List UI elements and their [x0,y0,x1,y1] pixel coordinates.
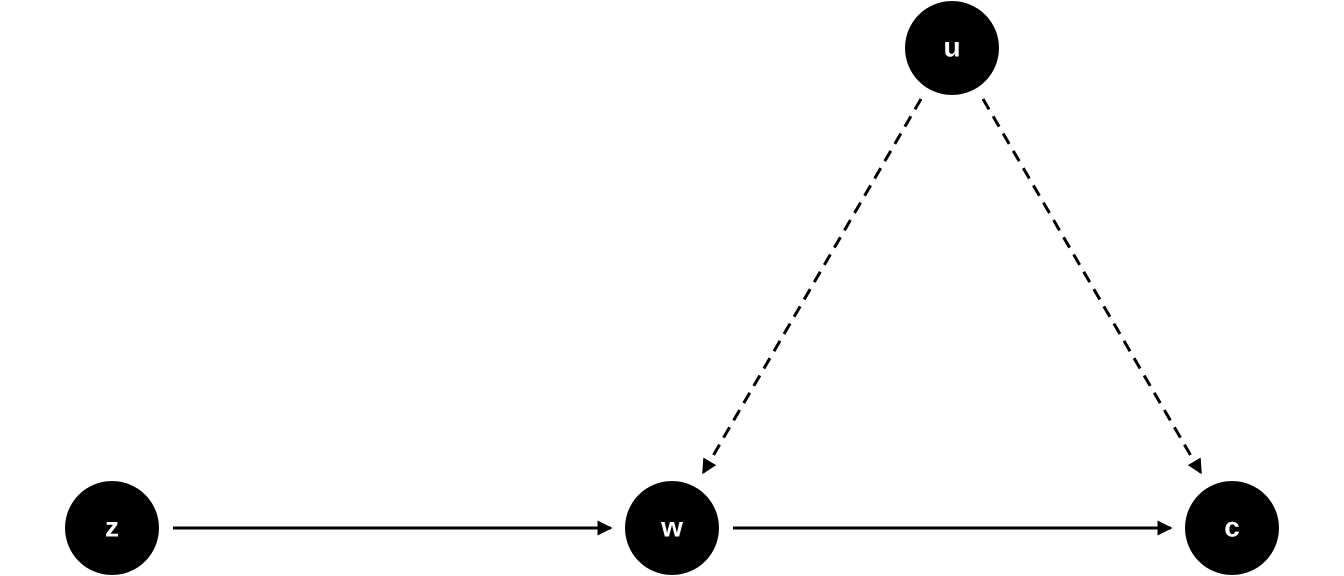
node-z-label: z [105,511,119,542]
node-w-circle [625,481,719,575]
edge-u-to-c [981,98,1203,475]
node-c: c [1185,481,1279,575]
node-u-label: u [943,31,960,62]
edge-u-to-w [701,98,923,475]
node-u: u [905,1,999,95]
node-w: w [625,481,719,575]
node-w-label: w [660,511,683,542]
node-c-circle [1185,481,1279,575]
edges [173,98,1203,536]
node-u-circle [905,1,999,95]
node-c-label: c [1224,511,1240,542]
node-z: z [65,481,159,575]
node-z-circle [65,481,159,575]
